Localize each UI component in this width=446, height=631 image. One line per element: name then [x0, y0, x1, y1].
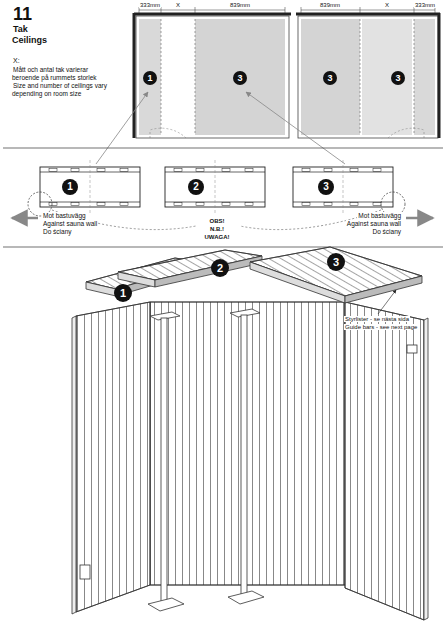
label-text: X: — [12, 57, 21, 64]
label-text: Mot bastuvägg — [42, 212, 87, 219]
label-text: OBS! — [209, 218, 226, 224]
direction-label: Do ściany — [316, 228, 402, 236]
support-post — [148, 309, 264, 611]
label-text: Guide bars - see next page — [344, 324, 418, 330]
pointer-arrow — [96, 92, 345, 164]
callout-circle: 1 — [143, 71, 157, 85]
divider — [3, 148, 443, 149]
label-text: Mot bastuvägg — [357, 212, 402, 219]
callout-circle: 2 — [211, 259, 229, 277]
label-text: Against sauna wall — [346, 220, 402, 227]
label-text: Do ściany — [371, 228, 402, 235]
dimension-label: X — [170, 2, 186, 9]
label-text: UWAGA! — [204, 234, 231, 240]
note-text: Styrlister - se nästa sida — [344, 316, 410, 323]
callout-number: 1 — [147, 74, 152, 83]
dimension-label: 333mm — [409, 2, 441, 9]
note-text: X: — [12, 57, 21, 65]
callout-number: 2 — [217, 263, 223, 274]
callout-circle: 3 — [327, 253, 345, 271]
ceiling-panel-top-view — [12, 160, 433, 230]
label-text: X — [384, 2, 390, 8]
label-text: X — [175, 2, 181, 8]
label-text: 333mm — [139, 2, 161, 8]
note-text: Size and number of ceilings vary dependi… — [12, 82, 116, 97]
label-text: 333mm — [414, 2, 436, 8]
divider — [3, 247, 443, 248]
callout-circle: 3 — [233, 71, 247, 85]
leader-line — [378, 290, 396, 314]
callout-circle: 3 — [391, 71, 405, 85]
direction-label: Mot bastuvägg — [42, 212, 87, 220]
callout-circle: 2 — [188, 179, 204, 195]
callout-circle: 3 — [318, 179, 334, 195]
callout-number: 3 — [237, 74, 242, 83]
direction-label: Mot bastuvägg — [316, 212, 402, 220]
warning-label: OBS! — [192, 218, 242, 225]
direction-label: Do ściany — [42, 228, 73, 236]
label-text: 839mm — [229, 2, 251, 8]
dimension-label: 839mm — [224, 2, 256, 9]
callout-number: 3 — [395, 74, 400, 83]
label-text: Against sauna wall — [42, 220, 98, 227]
floor-plan — [134, 7, 291, 138]
label-text: Mått och antal tak varierar beroende på … — [12, 66, 98, 81]
callout-number: 3 — [327, 74, 332, 83]
label-text: Styrlister - se nästa sida — [344, 316, 410, 322]
sauna-walls — [72, 302, 428, 620]
section-title: Tak Ceilings — [12, 24, 58, 45]
dimension-label: X — [379, 2, 395, 9]
callout-number: 3 — [333, 257, 339, 268]
label-text: Size and number of ceilings vary dependi… — [12, 82, 107, 97]
callout-number: 1 — [120, 288, 126, 299]
title-text: Tak Ceilings — [12, 24, 48, 45]
direction-label: Against sauna wall — [316, 220, 402, 228]
callout-number: 2 — [193, 182, 199, 192]
warning-label: UWAGA! — [192, 234, 242, 241]
note-text: Guide bars - see next page — [344, 324, 418, 331]
direction-label: Against sauna wall — [42, 220, 98, 228]
callout-circle: 3 — [323, 71, 337, 85]
warning-label: N.B.! — [192, 226, 242, 233]
callout-circle: 1 — [114, 284, 132, 302]
label-text: N.B.! — [209, 226, 225, 232]
ceiling-slab — [86, 247, 422, 303]
callout-circle: 1 — [62, 179, 78, 195]
floor-plan — [296, 7, 440, 138]
dimension-label: 839mm — [314, 2, 346, 9]
callout-number: 1 — [67, 182, 73, 192]
callout-number: 3 — [323, 182, 329, 192]
note-text: Mått och antal tak varierar beroende på … — [12, 66, 116, 81]
label-text: 839mm — [319, 2, 341, 8]
label-text: 11 — [12, 4, 33, 24]
step-number: 11 — [12, 4, 33, 25]
dimension-label: 333mm — [134, 2, 166, 9]
label-text: Do ściany — [42, 228, 73, 235]
